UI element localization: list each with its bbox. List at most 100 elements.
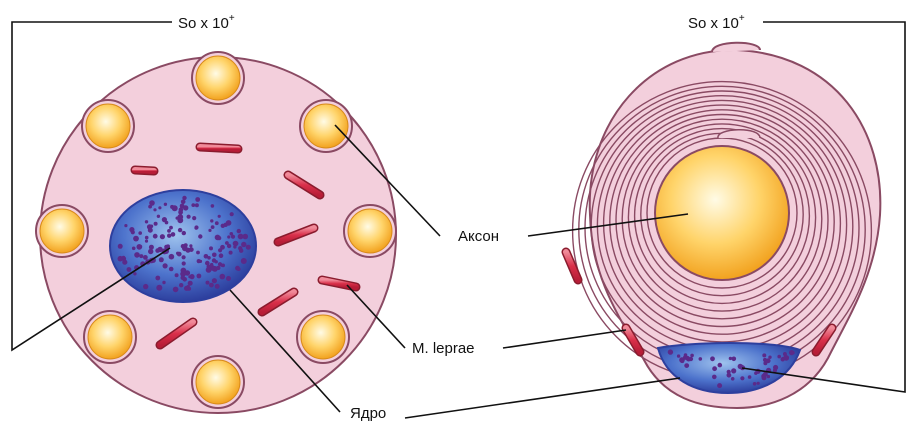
chromatin-granule: [729, 357, 732, 360]
chromatin-granule: [226, 276, 231, 281]
chromatin-granule: [145, 220, 148, 223]
chromatin-granule: [167, 234, 171, 238]
chromatin-granule: [740, 376, 744, 380]
chromatin-granule: [173, 287, 179, 293]
chromatin-granule: [731, 368, 736, 373]
chromatin-granule: [176, 217, 179, 220]
right-axon: [655, 146, 789, 280]
bound-axon: [348, 209, 392, 253]
chromatin-granule: [187, 215, 191, 219]
chromatin-granule: [145, 240, 148, 243]
left-cell: [36, 52, 396, 413]
nucleus-label: Ядро: [350, 405, 386, 422]
chromatin-granule: [712, 375, 717, 380]
chromatin-granule: [777, 355, 781, 359]
chromatin-granule: [148, 249, 153, 254]
chromatin-granule: [212, 253, 217, 258]
chromatin-granule: [162, 217, 167, 222]
bound-axon: [196, 56, 240, 100]
chromatin-granule: [139, 254, 143, 258]
chromatin-granule: [680, 359, 684, 363]
chromatin-granule: [122, 260, 127, 265]
chromatin-granule: [235, 242, 239, 246]
chromatin-granule: [710, 356, 715, 361]
chromatin-granule: [237, 267, 241, 271]
chromatin-granule: [220, 264, 223, 267]
chromatin-granule: [126, 267, 131, 272]
bound-axon: [40, 209, 84, 253]
chromatin-granule: [754, 372, 757, 375]
chromatin-granule: [206, 281, 210, 285]
nucleus-leader-right: [405, 378, 680, 418]
chromatin-granule: [159, 257, 164, 262]
chromatin-granule: [685, 356, 690, 361]
bacteria-label: M. leprae: [412, 340, 475, 357]
chromatin-granule: [684, 363, 689, 368]
chromatin-granule: [215, 235, 221, 241]
chromatin-granule: [233, 245, 236, 248]
chromatin-granule: [668, 349, 673, 354]
chromatin-granule: [219, 253, 224, 258]
chromatin-granule: [768, 356, 771, 359]
chromatin-granule: [138, 231, 142, 235]
chromatin-granule: [209, 246, 213, 250]
chromatin-granule: [154, 222, 158, 226]
chromatin-granule: [129, 227, 134, 232]
chromatin-granule: [690, 354, 694, 358]
chromatin-granule: [133, 272, 136, 275]
chromatin-granule: [753, 382, 757, 386]
chromatin-granule: [153, 208, 156, 211]
scale-label-right: So x 10+: [688, 13, 745, 32]
chromatin-granule: [210, 219, 213, 222]
bound-axon: [301, 315, 345, 359]
chromatin-granule: [237, 229, 241, 233]
chromatin-granule: [194, 225, 198, 229]
bound-axon: [88, 315, 132, 359]
chromatin-granule: [229, 251, 233, 255]
chromatin-granule: [179, 283, 183, 287]
chromatin-granule: [226, 220, 232, 226]
chromatin-granule: [207, 256, 211, 260]
chromatin-granule: [155, 248, 160, 253]
chromatin-granule: [181, 200, 186, 205]
chromatin-granule: [188, 275, 191, 278]
chromatin-granule: [191, 203, 195, 207]
chromatin-granule: [211, 204, 215, 208]
chromatin-granule: [150, 225, 153, 228]
chromatin-granule: [207, 265, 212, 270]
chromatin-granule: [220, 245, 225, 250]
chromatin-granule: [122, 256, 125, 259]
chromatin-granule: [246, 245, 251, 250]
chromatin-granule: [169, 267, 174, 272]
chromatin-granule: [132, 247, 136, 251]
chromatin-granule: [153, 234, 158, 239]
chromatin-granule: [227, 244, 231, 248]
chromatin-granule: [184, 243, 188, 247]
chromatin-granule: [220, 274, 226, 280]
chromatin-granule: [162, 281, 165, 284]
chromatin-granule: [171, 232, 176, 237]
chromatin-granule: [699, 357, 703, 361]
chromatin-granule: [197, 274, 202, 279]
chromatin-granule: [732, 357, 737, 362]
chromatin-granule: [143, 284, 148, 289]
chromatin-granule: [209, 283, 214, 288]
chromatin-granule: [195, 197, 200, 202]
chromatin-granule: [182, 196, 186, 200]
chromatin-granule: [196, 251, 200, 255]
chromatin-granule: [169, 226, 173, 230]
chromatin-granule: [178, 228, 182, 232]
chromatin-granule: [156, 285, 162, 291]
chromatin-granule: [241, 242, 246, 247]
chromatin-granule: [784, 355, 790, 361]
bacillus: [135, 170, 154, 171]
chromatin-granule: [182, 261, 186, 265]
chromatin-granule: [124, 224, 127, 227]
chromatin-granule: [189, 244, 192, 247]
scale-label-left: So x 10+: [178, 13, 235, 32]
chromatin-granule: [157, 215, 160, 218]
chromatin-granule: [762, 353, 766, 357]
chromatin-granule: [143, 255, 148, 260]
chromatin-granule: [197, 259, 201, 263]
